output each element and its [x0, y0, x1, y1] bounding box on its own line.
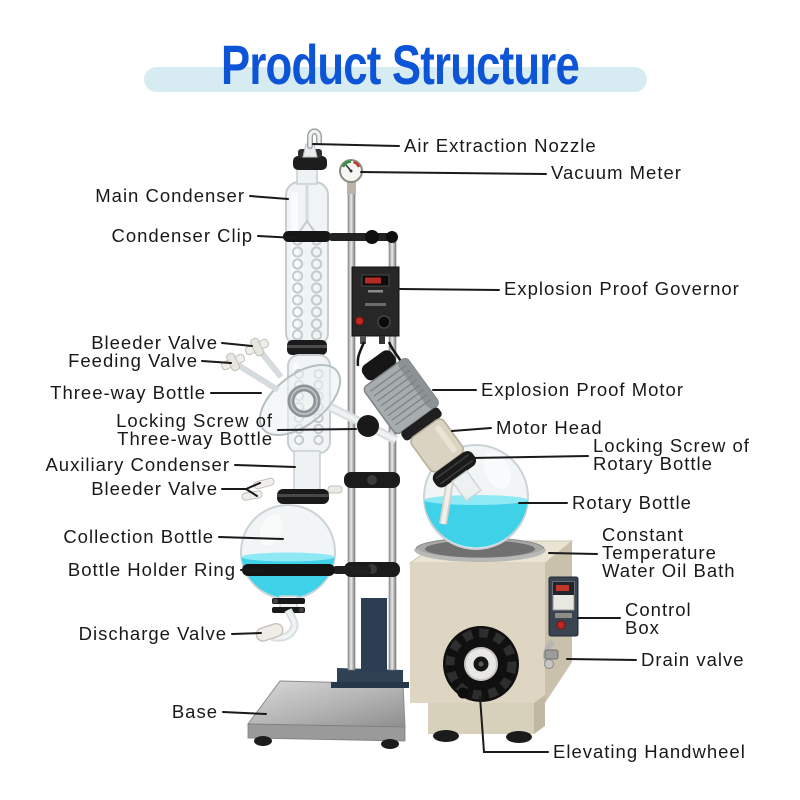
- leader-air-extraction-nozzle: [312, 143, 400, 147]
- leader-bottle-holder-ring: [240, 569, 263, 572]
- control-box: [548, 576, 579, 637]
- air-extraction-nozzle: [302, 128, 322, 158]
- leader-collection-bottle: [218, 536, 284, 540]
- label-vacuum-meter: Vacuum Meter: [551, 162, 682, 183]
- label-collection-bottle: Collection Bottle: [63, 526, 214, 547]
- label-main-condenser: Main Condenser: [95, 185, 245, 206]
- label-base: Base: [171, 701, 218, 722]
- bleeder-valve-bottom: [241, 477, 343, 504]
- title-highlight-band: [144, 67, 647, 92]
- label-auxiliary-condenser: Auxiliary Condenser: [45, 454, 230, 475]
- leader-feeding-valve: [201, 360, 232, 364]
- label-air-extraction-nozzle: Air Extraction Nozzle: [404, 135, 597, 156]
- rotary-bottle-neck: [451, 469, 482, 502]
- label-condenser-clip: Condenser Clip: [111, 225, 253, 246]
- label-drain-valve: Drain valve: [641, 649, 745, 670]
- leader-discharge-valve: [231, 632, 262, 635]
- leader-locking-screw-three-way: [277, 428, 357, 431]
- locking-screw-three-way-bottle: [357, 415, 379, 437]
- collection-bottle: [240, 504, 336, 600]
- stand-mount: [331, 668, 409, 688]
- collection-bottle-assembly: [240, 477, 371, 642]
- leader-motor-head: [451, 427, 492, 432]
- label-rotary-bottle: Rotary Bottle: [572, 492, 692, 513]
- label-bleeder-valve-top: Bleeder Valve: [91, 332, 218, 353]
- leader-auxiliary-condenser: [234, 464, 296, 468]
- feeding-valve: [220, 352, 280, 393]
- vacuum-meter: [339, 159, 363, 194]
- three-way-connector: [327, 402, 399, 445]
- condenser-clip: [283, 230, 398, 244]
- three-way-bottle: [258, 363, 342, 437]
- leader-water-oil-bath: [548, 552, 598, 555]
- lift-column: [361, 598, 387, 672]
- leader-lines: [201, 143, 637, 753]
- leader-locking-screw-rotary: [469, 455, 589, 459]
- leader-explosion-proof-governor: [399, 288, 500, 291]
- label-feeding-valve: Feeding Valve: [68, 350, 198, 371]
- label-explosion-proof-motor: Explosion Proof Motor: [481, 379, 685, 400]
- bath-pot-front-rim: [414, 548, 546, 562]
- leader-drain-valve: [566, 658, 637, 661]
- locking-screw-rotary-bottle: [432, 451, 477, 488]
- bleeder-valve-top: [244, 337, 284, 379]
- label-motor-head: Motor Head: [496, 417, 603, 438]
- page-title: Product Structure: [220, 33, 580, 96]
- drain-valve: [542, 639, 559, 669]
- leader-main-condenser: [249, 195, 289, 200]
- elevating-handwheel: [443, 626, 519, 702]
- leader-base: [222, 711, 267, 715]
- leader-bleeder-valve-top: [221, 342, 253, 347]
- explosion-proof-motor: [361, 350, 442, 441]
- leader-bleeder-valve-bottom-fork1: [245, 482, 261, 490]
- rotary-bottle: [423, 444, 529, 550]
- leader-bleeder-valve-bottom-fork2: [245, 488, 258, 497]
- leader-elevating-handwheel: [479, 696, 549, 753]
- label-elevating-handwheel: Elevating Handwheel: [553, 741, 746, 762]
- explosion-proof-governor: [351, 266, 404, 367]
- label-three-way-bottle: Three-way Bottle: [50, 382, 206, 403]
- stand-base: [247, 680, 406, 749]
- leader-condenser-clip: [257, 235, 297, 239]
- label-explosion-proof-governor: Explosion Proof Governor: [504, 278, 740, 299]
- water-oil-bath-body: [410, 541, 579, 743]
- label-bleeder-valve-bottom: Bleeder Valve: [91, 478, 218, 499]
- discharge-valve: [255, 622, 284, 642]
- label-discharge-valve: Discharge Valve: [78, 623, 227, 644]
- main-condenser: [283, 128, 398, 355]
- discharge-assembly: [255, 595, 305, 642]
- leader-vacuum-meter: [360, 171, 547, 175]
- bottle-holder-ring: [242, 564, 371, 576]
- label-bottle-holder-ring: Bottle Holder Ring: [67, 559, 236, 580]
